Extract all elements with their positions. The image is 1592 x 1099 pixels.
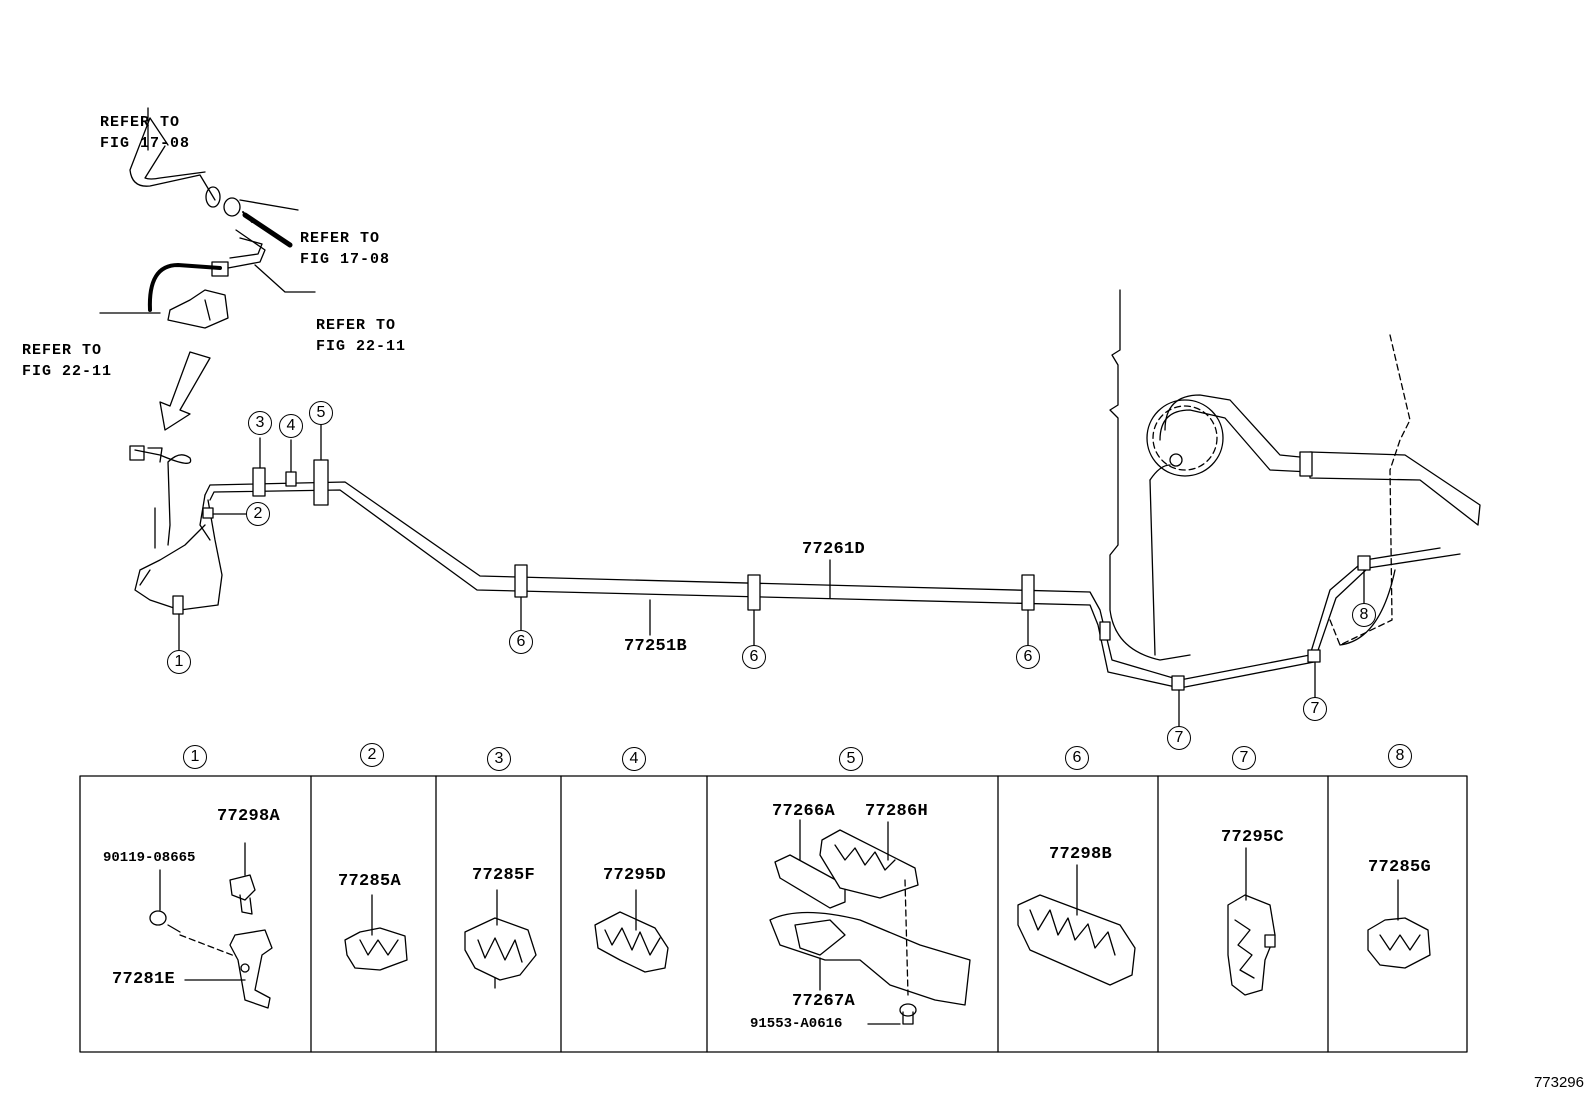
part-number: 77298B — [1049, 845, 1113, 864]
part-number: 77266A — [772, 802, 836, 821]
column-header-callout: 5 — [839, 747, 863, 771]
column-header-callout: 7 — [1232, 746, 1256, 770]
part-number: 90119-08665 — [103, 850, 196, 866]
column-header-callout: 1 — [183, 745, 207, 769]
column-header-callout: 2 — [360, 743, 384, 767]
clamp-77295D-drawing — [594, 911, 669, 973]
part-number: 77281E — [112, 970, 176, 989]
clamp-77285A-drawing — [344, 927, 408, 971]
tube-77261D-drawing — [204, 481, 1441, 681]
column-header-callout: 8 — [1388, 744, 1412, 768]
callout-marker: 6 — [509, 630, 533, 654]
part-number: 77295C — [1221, 828, 1285, 847]
tube-part-number: 77261D — [802, 540, 866, 559]
part-number: 77285G — [1368, 858, 1432, 877]
callout-marker: 8 — [1352, 603, 1376, 627]
tube-part-number: 77251B — [624, 637, 688, 656]
callout-marker: 1 — [167, 650, 191, 674]
callout-marker: 6 — [1016, 645, 1040, 669]
tube-77251B-drawing — [209, 489, 1461, 689]
column-header-callout: 3 — [487, 747, 511, 771]
tank-outline-drawing — [1109, 289, 1191, 661]
part-number: 77298A — [217, 807, 281, 826]
column-header-callout: 4 — [622, 747, 646, 771]
callout-marker: 7 — [1303, 697, 1327, 721]
part-number: 77285F — [472, 866, 536, 885]
part-number: 91553-A0616 — [750, 1016, 843, 1032]
callout-marker: 3 — [248, 411, 272, 435]
clip-77266A-drawing — [774, 854, 846, 909]
clamp-77298B-drawing — [1017, 894, 1136, 986]
part-number: 77286H — [865, 802, 929, 821]
figure-code: 773296 — [1533, 1074, 1584, 1091]
part-number: 77267A — [792, 992, 856, 1011]
upper-hose-drawing — [129, 117, 216, 201]
clamp-77285G-drawing — [1367, 917, 1431, 969]
direction-arrow-drawing — [159, 351, 211, 431]
callout-marker: 7 — [1167, 726, 1191, 750]
callout-marker: 2 — [246, 502, 270, 526]
column-header-callout: 6 — [1065, 746, 1089, 770]
part-number: 77285A — [338, 872, 402, 891]
clamp-77286H-drawing — [819, 829, 919, 899]
bracket-77281E-drawing — [229, 874, 256, 901]
callout-marker: 6 — [742, 645, 766, 669]
part-number: 77295D — [603, 866, 667, 885]
parts-table-frame — [79, 775, 1468, 1053]
callout-marker: 4 — [279, 414, 303, 438]
callout-marker: 5 — [309, 401, 333, 425]
